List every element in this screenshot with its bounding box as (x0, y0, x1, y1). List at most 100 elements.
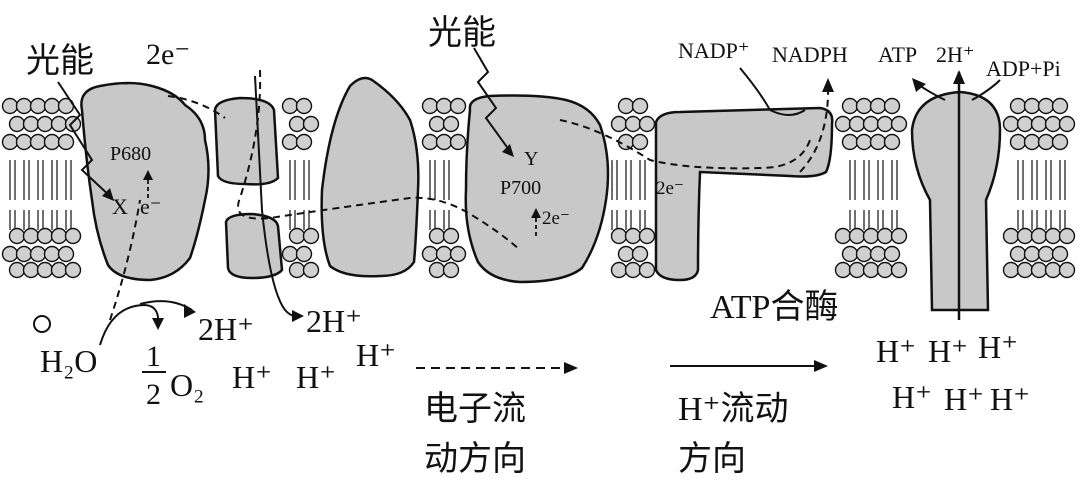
lipid-tail (444, 160, 449, 230)
lipid-head (843, 135, 858, 150)
arrow-head-icon (292, 310, 304, 322)
lipid-head (1025, 135, 1040, 150)
lipid-head (59, 135, 74, 150)
lipid-head (857, 247, 872, 262)
lipid-tail (612, 160, 617, 230)
lipid-head (17, 247, 32, 262)
lipid-head (52, 117, 67, 132)
lipid-head (52, 229, 67, 244)
atp-synthase (912, 70, 1000, 320)
lipid-tail (38, 160, 43, 230)
lipid-head (10, 229, 25, 244)
lipid-tail (626, 160, 631, 230)
lipid-head (1004, 117, 1019, 132)
lipid-head (423, 99, 438, 114)
cytochrome-lower (226, 214, 282, 278)
lipid-head (836, 263, 851, 278)
lipid-head (1018, 263, 1033, 278)
h-flow-legend-line2: 方向 (678, 440, 746, 478)
lipid-head (3, 99, 18, 114)
h2o-label: H₂O (40, 343, 97, 379)
lipid-head (10, 263, 25, 278)
lipid-head (297, 135, 312, 150)
lipid-head (297, 247, 312, 262)
lipid-head (843, 247, 858, 262)
lipid-head (1039, 247, 1054, 262)
lipid-head (304, 229, 319, 244)
lipid-head (857, 99, 872, 114)
lipid-head (304, 117, 319, 132)
lipid-tail (290, 160, 295, 230)
lipid-head (1004, 229, 1019, 244)
lipid-head (290, 117, 305, 132)
x-label: X (112, 194, 128, 219)
lipid-head (1025, 247, 1040, 262)
p680-label: P680 (110, 143, 151, 165)
lipid-head (451, 135, 466, 150)
lipid-head (626, 117, 641, 132)
arrow-head-icon (822, 78, 834, 92)
lipid-head (619, 247, 634, 262)
lipid-head (24, 263, 39, 278)
lipid-tail (24, 160, 29, 230)
lipid-head (451, 99, 466, 114)
electron-flow-legend-line1: 电子流 (424, 390, 526, 428)
lipid-head (38, 117, 53, 132)
lipid-head (885, 247, 900, 262)
lipid-tail (430, 160, 435, 230)
lipid-head (864, 117, 879, 132)
lipid-head (871, 247, 886, 262)
lipid-head (619, 99, 634, 114)
lipid-head (633, 99, 648, 114)
arrow-head-icon (152, 318, 164, 330)
lipid-head (612, 263, 627, 278)
lipid-head (850, 229, 865, 244)
lipid-head (612, 117, 627, 132)
lipid-head (45, 247, 60, 262)
lipid-tail (1032, 160, 1037, 230)
arrow-head-icon (953, 70, 965, 84)
two-h-label-b: 2H⁺ (306, 303, 362, 339)
lipid-head (892, 263, 907, 278)
lipid-head (1046, 117, 1061, 132)
lipid-tail (1018, 160, 1023, 230)
lipid-head (864, 229, 879, 244)
lipid-head (1018, 229, 1033, 244)
lumen-h-label: H⁺ (978, 329, 1018, 365)
half-denominator: 2 (146, 378, 161, 411)
lipid-head (17, 99, 32, 114)
lipid-head (24, 229, 39, 244)
lipid-tail (66, 160, 71, 230)
lipid-head (430, 263, 445, 278)
lipid-head (10, 117, 25, 132)
lipid-head (1046, 263, 1061, 278)
lipid-head (1039, 135, 1054, 150)
lipid-tail (304, 160, 309, 230)
h-flow-legend-line1: H⁺流动 (678, 390, 789, 428)
lipid-head (1011, 99, 1026, 114)
lipid-head (864, 263, 879, 278)
cytochrome-complex (322, 78, 419, 276)
lipid-head (1032, 117, 1047, 132)
lipid-head (640, 117, 655, 132)
lipid-head (1018, 117, 1033, 132)
lipid-head (878, 229, 893, 244)
lipid-head (1060, 229, 1075, 244)
lipid-tail (1060, 160, 1065, 230)
atp-label: ATP (878, 42, 917, 67)
lipid-head (430, 229, 445, 244)
lumen-h-label: H⁺ (876, 333, 916, 369)
lipid-head (892, 229, 907, 244)
lipid-head (52, 263, 67, 278)
lipid-head (640, 263, 655, 278)
lipid-head (626, 263, 641, 278)
lipid-head (444, 229, 459, 244)
lumen-proton-labels: H⁺H⁺H⁺H⁺H⁺H⁺ (876, 329, 1030, 417)
e-label: e⁻ (140, 194, 161, 219)
lipid-head (843, 99, 858, 114)
light-energy-label-left: 光能 (26, 42, 94, 80)
oxygen-circle-icon (34, 316, 50, 332)
lipid-tail (52, 160, 57, 230)
arrow-head-icon (814, 360, 828, 372)
